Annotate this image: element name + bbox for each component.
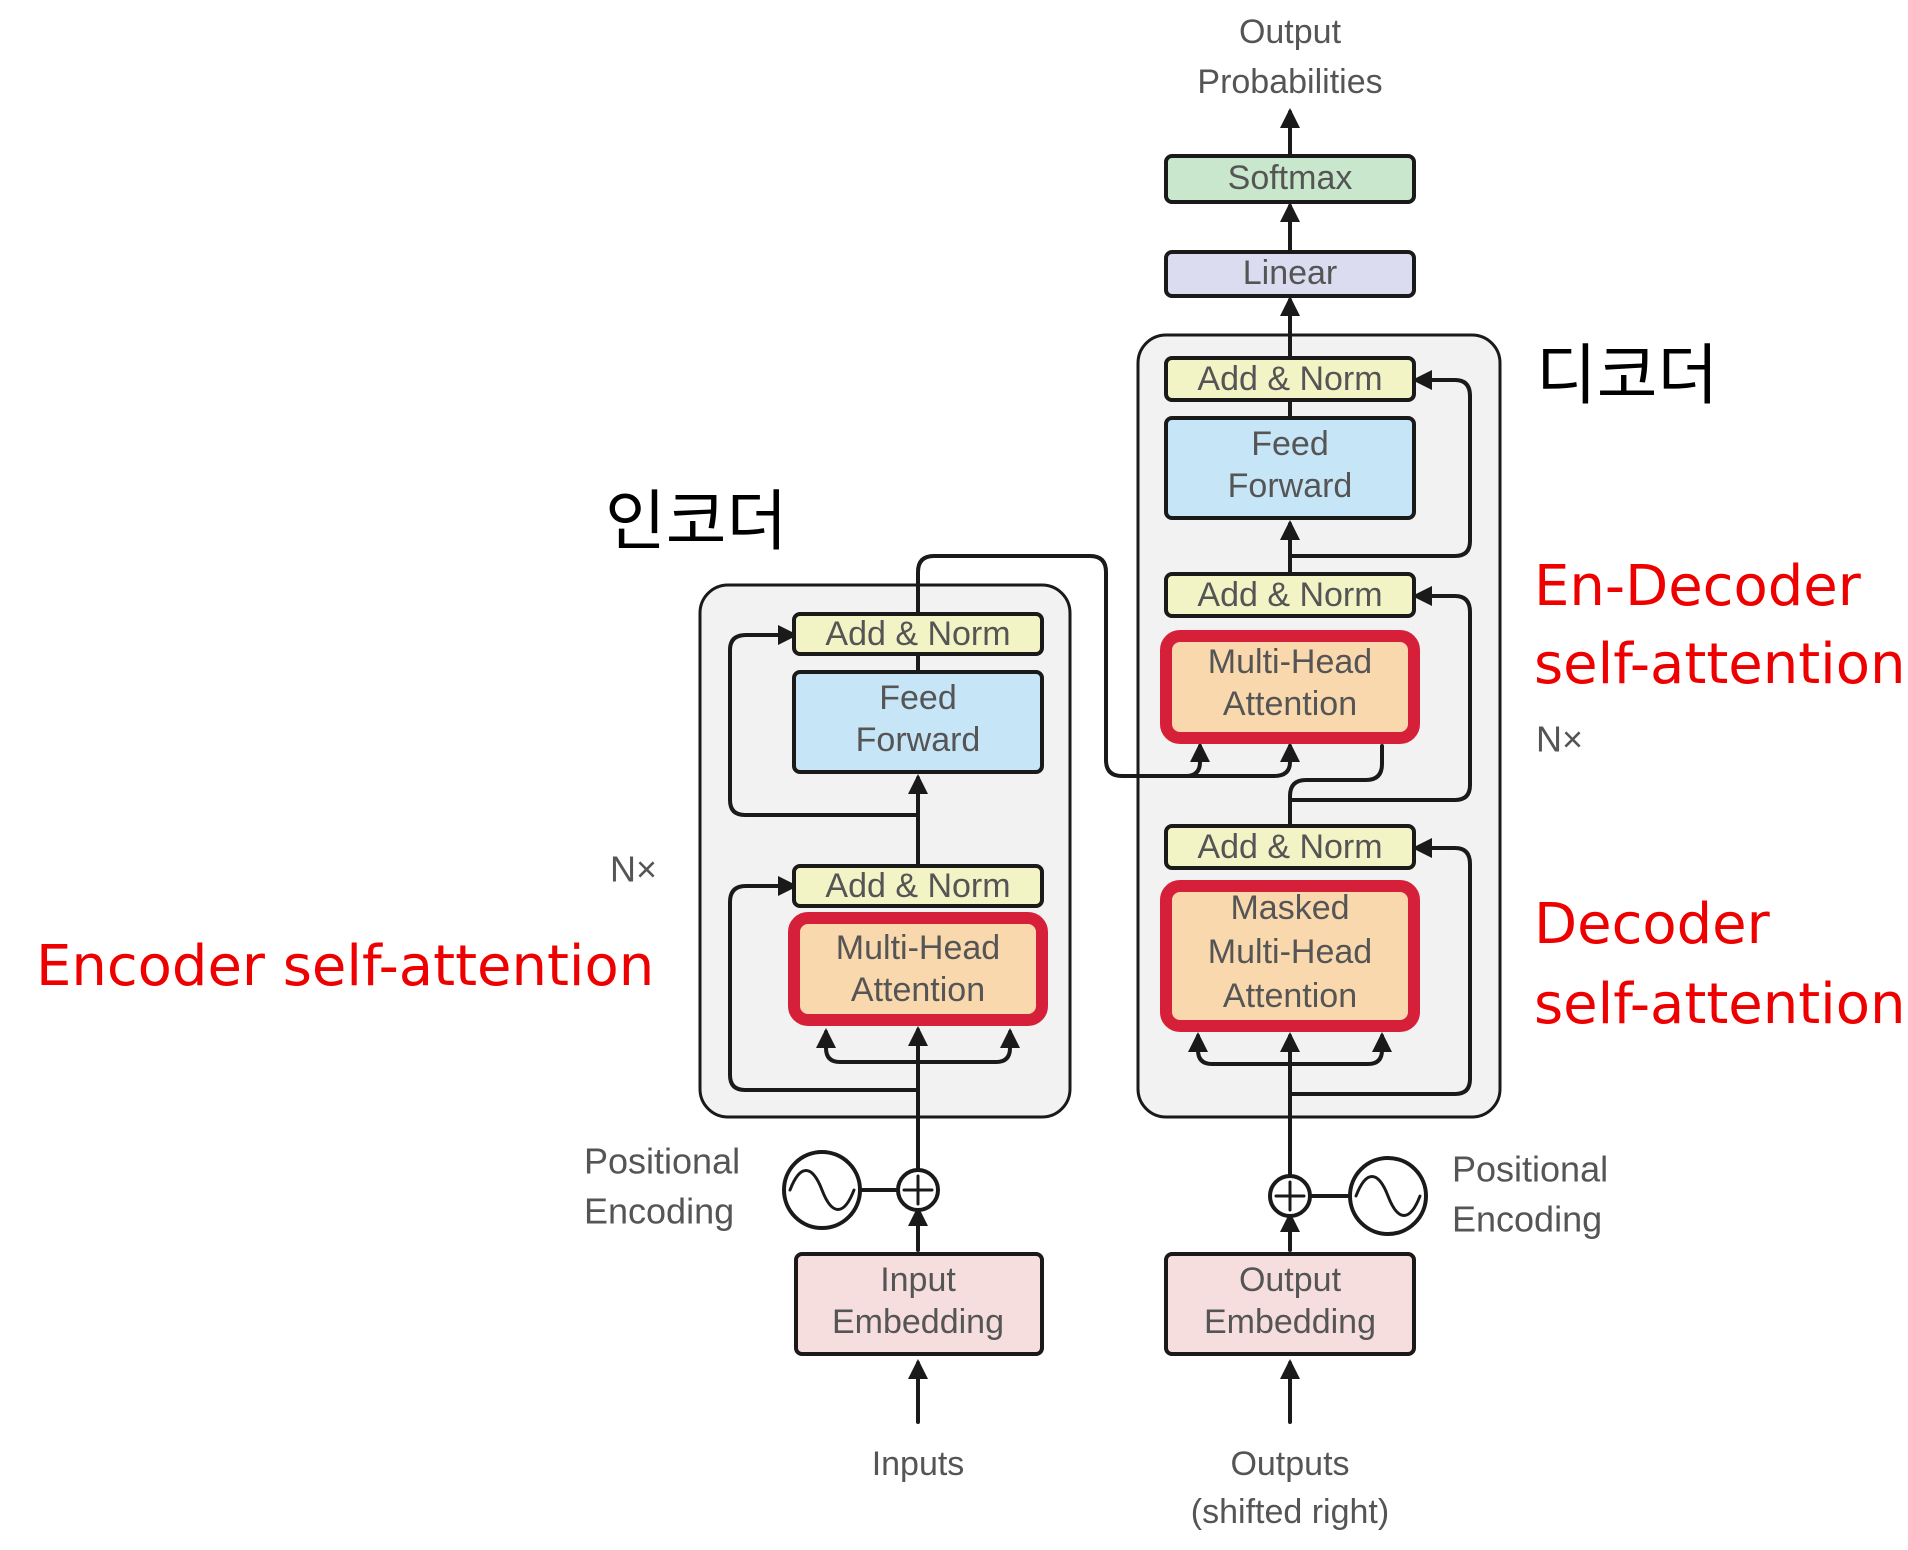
encoder-wire-residual-1: [728, 876, 920, 1092]
decoder-cross-attention-label-1: Multi-Head: [1208, 643, 1372, 681]
encoder-embedding-label-2: Embedding: [832, 1303, 1004, 1341]
encoder-panel: [698, 583, 1072, 1119]
decoder-add-norm-bottom-box: [1164, 824, 1416, 870]
encoder-feed-forward-box: [792, 670, 1044, 774]
decoder-embedding-label-1: Output: [1239, 1261, 1342, 1299]
decoder-cross-attention-highlight: [1160, 630, 1420, 744]
output-probabilities-label-2: Probabilities: [1197, 63, 1382, 101]
annotation-decoder-line1: Decoder: [1534, 892, 1771, 957]
encoder-title: 인코더: [605, 483, 787, 560]
output-probabilities-label-1: Output: [1239, 13, 1342, 51]
encoder-attention-label-2: Attention: [851, 971, 985, 1009]
decoder-wire-masked-split: [1188, 1032, 1292, 1066]
decoder-masked-attention-label-3: Attention: [1223, 977, 1357, 1015]
annotation-encoder-self-attention: Encoder self-attention: [36, 934, 654, 999]
decoder-wire-residual-3: [1288, 370, 1472, 558]
decoder-output-label-2: (shifted right): [1191, 1493, 1389, 1531]
decoder-pe-label-2: Encoding: [1452, 1199, 1602, 1240]
annotation-en-decoder-line1: En-Decoder: [1534, 554, 1862, 619]
decoder-repeat-label: N×: [1536, 719, 1583, 760]
decoder-masked-attention-highlight: [1160, 880, 1420, 1032]
encoder-input-label: Inputs: [872, 1445, 965, 1483]
decoder-add-norm-top-label: Add & Norm: [1197, 360, 1382, 398]
encoder-add-norm-bottom-box: [792, 864, 1044, 908]
decoder-feed-forward-box: [1164, 416, 1416, 520]
encoder-add-norm-top-label: Add & Norm: [825, 615, 1010, 653]
decoder-title: 디코더: [1536, 337, 1718, 414]
encoder-sine-wave-path: [788, 1169, 856, 1211]
decoder-wire-masked-split-right: [1288, 1032, 1392, 1066]
encoder-attention-highlight: [788, 912, 1048, 1026]
decoder-wire-an1-to-cross: [1288, 744, 1384, 828]
output-softmax-box: [1164, 154, 1416, 204]
decoder-add-norm-bottom-label: Add & Norm: [1197, 828, 1382, 866]
decoder-add-norm-middle-label: Add & Norm: [1197, 576, 1382, 614]
encoder-to-decoder-wire-v: [1178, 742, 1300, 778]
encoder-add-norm-top-box: [792, 612, 1044, 656]
encoder-add-norm-bottom-label: Add & Norm: [825, 867, 1010, 905]
encoder-pe-label-2: Encoding: [584, 1191, 734, 1232]
decoder-feed-forward-label-1: Feed: [1251, 425, 1329, 463]
encoder-pe-label-1: Positional: [584, 1141, 740, 1182]
decoder-plus-sign: [1274, 1180, 1306, 1212]
encoder-plus-sign: [902, 1174, 934, 1206]
decoder-output-label-1: Outputs: [1230, 1445, 1349, 1483]
decoder-feed-forward-label-2: Forward: [1228, 467, 1353, 505]
output-linear-label: Linear: [1243, 254, 1338, 292]
decoder-pe-label-1: Positional: [1452, 1149, 1608, 1190]
encoder-wire-residual-2: [728, 625, 920, 817]
decoder-masked-attention-label-1: Masked: [1230, 889, 1349, 927]
decoder-wire-residual-1: [1288, 838, 1472, 1096]
decoder-cross-attention-label-2: Attention: [1223, 685, 1357, 723]
decoder-add-norm-middle-box: [1164, 572, 1416, 618]
encoder-embedding-label-1: Input: [880, 1261, 956, 1299]
annotation-decoder-line2: self-attention: [1534, 972, 1906, 1037]
encoder-attention-label-1: Multi-Head: [836, 929, 1000, 967]
decoder-add-norm-top-box: [1164, 356, 1416, 402]
output-softmax-label: Softmax: [1228, 159, 1353, 197]
encoder-embedding-box: [794, 1252, 1044, 1356]
encoder-wire-mha-split: [816, 1028, 920, 1064]
decoder-wire-residual-2: [1288, 586, 1472, 802]
encoder-wire-mha-split-right: [916, 1028, 1020, 1064]
encoder-feed-forward-label-1: Feed: [879, 679, 957, 717]
annotation-en-decoder-line2: self-attention: [1534, 632, 1906, 697]
encoder-repeat-label: N×: [610, 849, 657, 890]
encoder-feed-forward-label-2: Forward: [856, 721, 981, 759]
decoder-sine-wave-path: [1354, 1175, 1422, 1217]
decoder-masked-attention-label-2: Multi-Head: [1208, 933, 1372, 971]
encoder-to-decoder-wire: [916, 554, 1182, 778]
decoder-embedding-box: [1164, 1252, 1416, 1356]
output-linear-box: [1164, 250, 1416, 298]
decoder-embedding-label-2: Embedding: [1204, 1303, 1376, 1341]
